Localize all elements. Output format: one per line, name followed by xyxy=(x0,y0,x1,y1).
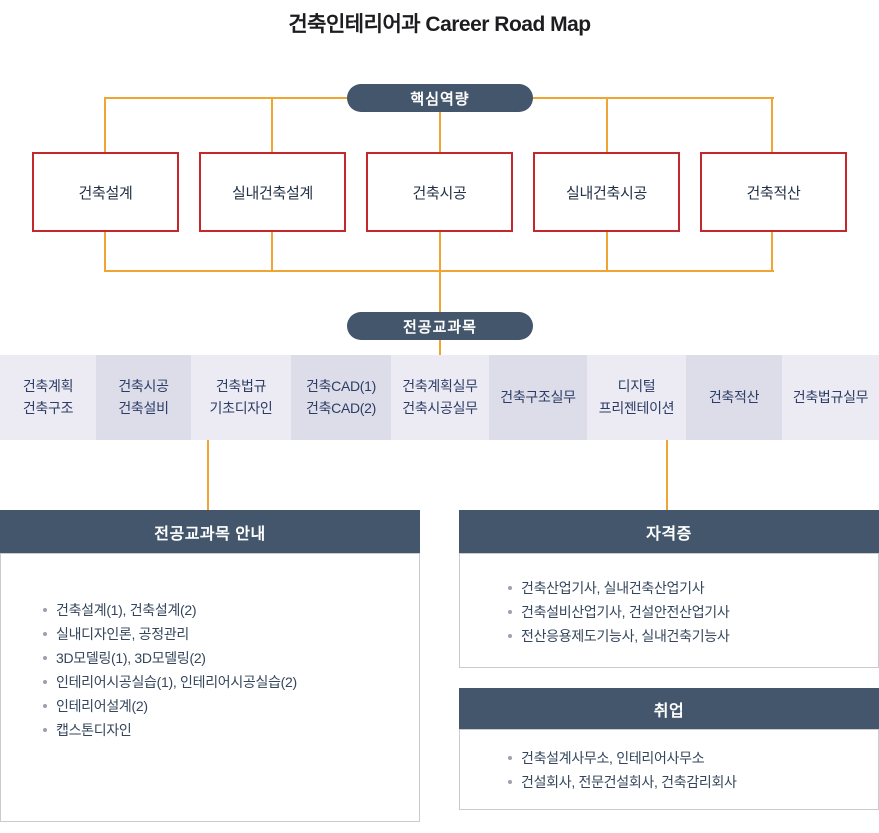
course-item: 캡스톤디자인 xyxy=(41,718,399,742)
course-guide-header: 전공교과목 안내 xyxy=(0,510,420,553)
connector-line xyxy=(439,270,441,314)
major-courses-pill: 전공교과목 xyxy=(347,312,533,340)
connector-line xyxy=(439,97,441,154)
subject-cell: 건축계획 건축구조 xyxy=(0,355,96,440)
connector-line xyxy=(271,97,273,154)
subject-cell: 건축법규실무 xyxy=(782,355,879,440)
competency-box-architectural-design: 건축설계 xyxy=(32,152,179,232)
course-guide-body: 건축설계(1), 건축설계(2) 실내디자인론, 공정관리 3D모델링(1), … xyxy=(0,553,420,822)
subject-cell: 건축계획실무 건축시공실무 xyxy=(391,355,489,440)
employment-item: 건설회사, 전문건설회사, 건축감리회사 xyxy=(506,770,858,794)
employment-item: 건축설계사무소, 인테리어사무소 xyxy=(506,746,858,770)
core-competency-pill: 핵심역량 xyxy=(347,84,533,112)
competency-box-estimation: 건축적산 xyxy=(700,152,847,232)
course-guide-list: 건축설계(1), 건축설계(2) 실내디자인론, 공정관리 3D모델링(1), … xyxy=(41,598,399,742)
course-item: 건축설계(1), 건축설계(2) xyxy=(41,598,399,622)
competency-box-construction: 건축시공 xyxy=(366,152,513,232)
connector-line xyxy=(439,340,441,356)
employment-header: 취업 xyxy=(459,688,879,729)
subject-cell: 건축CAD(1) 건축CAD(2) xyxy=(291,355,391,440)
certificate-item: 전산응용제도기능사, 실내건축기능사 xyxy=(506,624,858,648)
competency-box-interior-architectural-design: 실내건축설계 xyxy=(199,152,346,232)
certificates-list: 건축산업기사, 실내건축산업기사 건축설비산업기사, 건설안전산업기사 전산응용… xyxy=(506,576,858,648)
employment-list: 건축설계사무소, 인테리어사무소 건설회사, 전문건설회사, 건축감리회사 xyxy=(506,746,858,794)
subjects-row: 건축계획 건축구조 건축시공 건축설비 건축법규 기초디자인 건축CAD(1) … xyxy=(0,355,879,440)
employment-body: 건축설계사무소, 인테리어사무소 건설회사, 전문건설회사, 건축감리회사 xyxy=(459,729,879,810)
certificates-body: 건축산업기사, 실내건축산업기사 건축설비산업기사, 건설안전산업기사 전산응용… xyxy=(459,553,879,668)
competency-box-interior-construction: 실내건축시공 xyxy=(533,152,680,232)
connector-line xyxy=(271,230,273,272)
connector-line xyxy=(606,97,608,154)
certificates-header: 자격증 xyxy=(459,510,879,553)
connector-line xyxy=(104,230,106,272)
certificate-item: 건축산업기사, 실내건축산업기사 xyxy=(506,576,858,600)
connector-line xyxy=(207,440,209,510)
connector-line xyxy=(439,230,441,272)
connector-line xyxy=(666,440,668,510)
connector-line xyxy=(771,97,773,154)
course-item: 인테리어설계(2) xyxy=(41,694,399,718)
course-item: 실내디자인론, 공정관리 xyxy=(41,622,399,646)
subject-cell: 건축구조실무 xyxy=(489,355,587,440)
connector-line xyxy=(606,230,608,272)
certificate-item: 건축설비산업기사, 건설안전산업기사 xyxy=(506,600,858,624)
subject-cell: 건축시공 건축설비 xyxy=(96,355,191,440)
course-item: 인테리어시공실습(1), 인테리어시공실습(2) xyxy=(41,670,399,694)
connector-line xyxy=(104,97,106,154)
subject-cell: 디지털 프리젠테이션 xyxy=(587,355,686,440)
subject-cell: 건축적산 xyxy=(686,355,782,440)
course-item: 3D모델링(1), 3D모델링(2) xyxy=(41,646,399,670)
subject-cell: 건축법규 기초디자인 xyxy=(191,355,291,440)
page-title: 건축인테리어과 Career Road Map xyxy=(288,13,591,36)
connector-line xyxy=(771,230,773,272)
